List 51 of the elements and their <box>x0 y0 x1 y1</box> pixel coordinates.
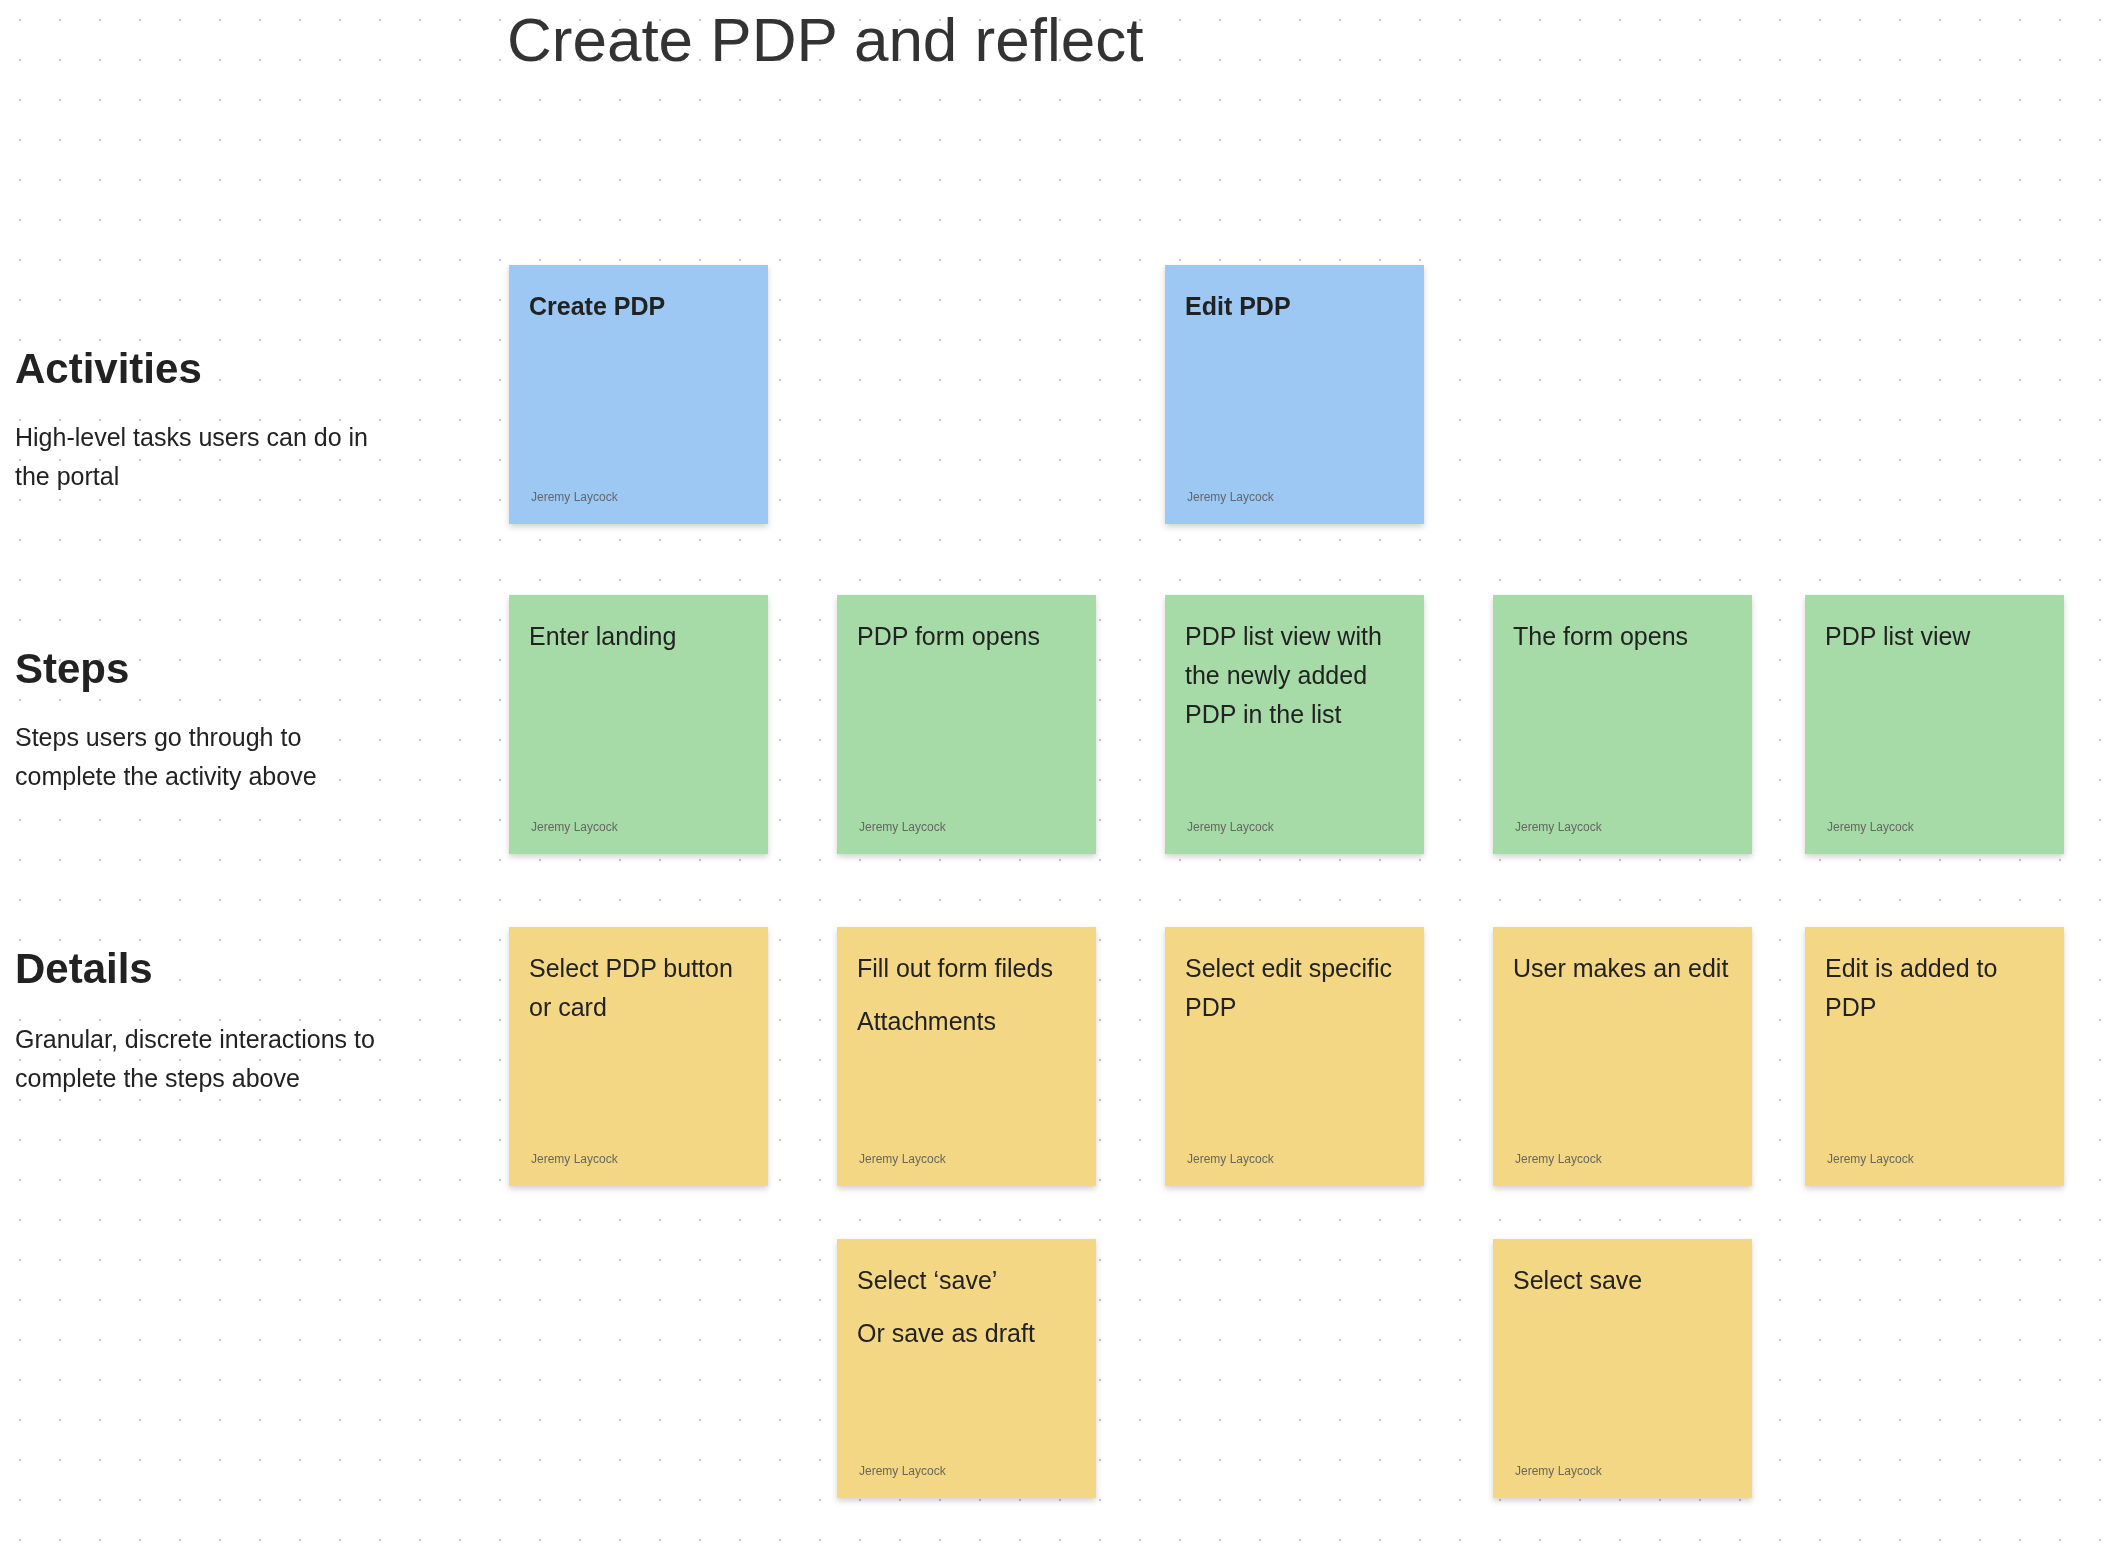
note-text: User makes an edit <box>1513 953 1730 984</box>
note-text: Select save <box>1513 1265 1644 1296</box>
note-text: PDP list view <box>1825 621 1972 652</box>
author-name: Jeremy Laycock <box>1515 1464 1602 1478</box>
author-name: Jeremy Laycock <box>1515 1152 1602 1166</box>
sticky-note <box>837 595 1096 854</box>
author-name: Jeremy Laycock <box>1827 1152 1914 1166</box>
note-text: Select edit specific PDP <box>1185 953 1394 1023</box>
row-description: High-level tasks users can do in the portal <box>15 422 369 492</box>
note-text: Select ‘save’ <box>857 1265 999 1296</box>
row-description: Steps users go through to complete the activity above <box>15 722 318 792</box>
sticky-note <box>1165 595 1424 854</box>
row-heading: Details <box>15 945 153 993</box>
sticky-note <box>1165 265 1424 524</box>
note-text: PDP form opens <box>857 621 1041 652</box>
author-name: Jeremy Laycock <box>1515 820 1602 834</box>
author-name: Jeremy Laycock <box>531 1152 618 1166</box>
sticky-note <box>1493 927 1752 1186</box>
author-name: Jeremy Laycock <box>859 1152 946 1166</box>
note-text: The form opens <box>1513 621 1690 652</box>
sticky-note <box>1805 595 2064 854</box>
note-heading: Create PDP <box>529 291 667 322</box>
board-title: Create PDP and reflect <box>507 4 1144 75</box>
note-text: PDP list view with the newly added PDP in the list <box>1185 621 1383 730</box>
author-name: Jeremy Laycock <box>859 1464 946 1478</box>
note-text: Enter landing <box>529 621 678 652</box>
author-name: Jeremy Laycock <box>1187 490 1274 504</box>
author-name: Jeremy Laycock <box>531 820 618 834</box>
author-name: Jeremy Laycock <box>859 820 946 834</box>
note-text: Or save as draft <box>857 1318 1036 1349</box>
author-name: Jeremy Laycock <box>1187 1152 1274 1166</box>
sticky-note <box>837 927 1096 1186</box>
note-text: Attachments <box>857 1006 997 1037</box>
author-name: Jeremy Laycock <box>1827 820 1914 834</box>
sticky-note <box>1805 927 2064 1186</box>
sticky-note <box>837 1239 1096 1498</box>
row-heading: Activities <box>15 345 202 393</box>
sticky-note <box>509 595 768 854</box>
sticky-note <box>509 927 768 1186</box>
sticky-note <box>509 265 768 524</box>
note-text: Fill out form fileds <box>857 953 1054 984</box>
row-heading: Steps <box>15 645 130 693</box>
sticky-note <box>1165 927 1424 1186</box>
author-name: Jeremy Laycock <box>531 490 618 504</box>
author-name: Jeremy Laycock <box>1187 820 1274 834</box>
note-text: Edit is added to PDP <box>1825 953 1999 1023</box>
row-description: Granular, discrete interactions to complete the steps above <box>15 1024 376 1094</box>
note-heading: Edit PDP <box>1185 291 1292 322</box>
note-text: Select PDP button or card <box>529 953 734 1023</box>
sticky-note <box>1493 595 1752 854</box>
sticky-note <box>1493 1239 1752 1498</box>
